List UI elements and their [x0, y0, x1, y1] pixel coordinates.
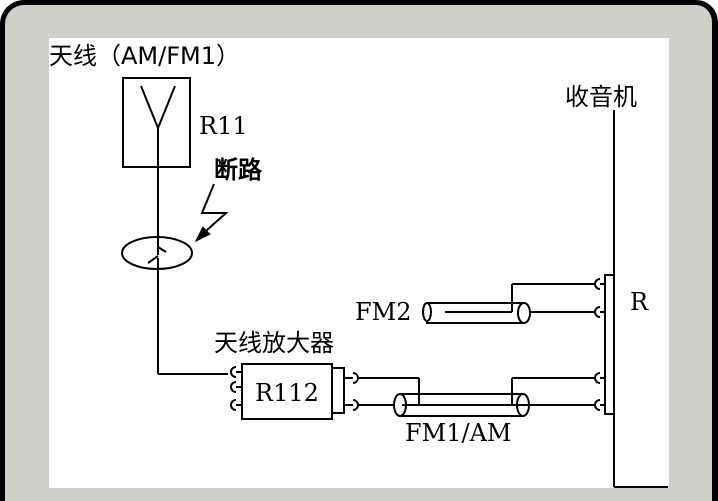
amp-input-socket-2: [230, 381, 237, 393]
radio-socket-3: [594, 372, 601, 384]
break-stub-lower: [147, 255, 159, 264]
radio-id-label: R: [630, 288, 649, 316]
amplifier-output-block: [331, 367, 345, 414]
amp-input-socket-1: [230, 366, 237, 378]
radio-socket-1: [594, 278, 601, 290]
fault-arrowhead-icon: [194, 226, 211, 243]
fm1am-cable-label: FM1/AM: [405, 419, 512, 447]
amp-input-socket-3: [230, 399, 237, 411]
radio-label: 收音机: [565, 83, 637, 111]
amp-output-socket-2: [352, 399, 359, 411]
antenna-box: [122, 77, 191, 168]
break-stub-upper: [157, 246, 167, 253]
diagram-title: 天线（AM/FM1）: [49, 42, 240, 70]
radio-connector-block: [604, 274, 615, 415]
amplifier-label: 天线放大器: [214, 329, 334, 357]
fault-arrow-icon: [196, 183, 229, 240]
antenna-icon: [140, 85, 176, 131]
fault-label: 断路: [214, 156, 263, 184]
antenna-id-label: R11: [199, 112, 248, 140]
amp-output-socket-1: [352, 372, 359, 384]
radio-socket-2: [594, 306, 601, 318]
amplifier-id-label: R112: [255, 379, 319, 407]
radio-socket-4: [594, 399, 601, 411]
fm2-cable-label: FM2: [355, 298, 412, 326]
